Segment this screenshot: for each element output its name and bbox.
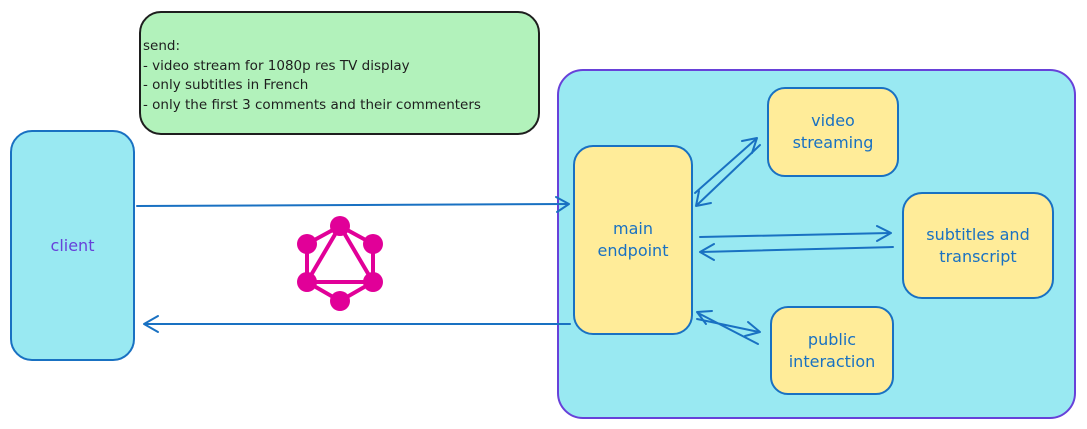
client-to-main-arrow bbox=[136, 203, 569, 207]
main-endpoint-node: main endpoint bbox=[573, 145, 693, 335]
public-interaction-label: public interaction bbox=[788, 329, 876, 371]
video-streaming-label: video streaming bbox=[792, 111, 874, 152]
note-line-1: send: bbox=[143, 38, 181, 54]
client-to-main-arrowhead bbox=[555, 196, 570, 213]
subtitles-label: subtitles and transcript bbox=[926, 224, 1030, 266]
note-line-4: - only the first 3 comments and their co… bbox=[143, 96, 481, 113]
requirements-note bbox=[139, 11, 540, 135]
public-interaction-node: public interaction bbox=[770, 306, 894, 395]
public-to-main-arrowhead bbox=[696, 310, 713, 325]
subtitles-node: subtitles and transcript bbox=[902, 192, 1054, 299]
main-to-subtitles-arrow bbox=[699, 232, 891, 238]
main-to-video-arrowhead bbox=[741, 137, 758, 154]
video-streaming-node: video streaming bbox=[767, 87, 899, 177]
main-to-public-arrow bbox=[696, 318, 760, 333]
subtitles-to-main-arrowhead bbox=[699, 243, 715, 261]
client-label: client bbox=[50, 235, 95, 255]
main-to-video-arrow bbox=[694, 138, 757, 194]
main-endpoint-label: main endpoint bbox=[597, 219, 669, 260]
requirements-note-text: send: - video stream for 1080p res TV dis… bbox=[143, 37, 481, 115]
video-to-main-arrowhead bbox=[695, 190, 712, 207]
video-to-main-arrow bbox=[696, 144, 761, 206]
main-to-public-arrowhead bbox=[744, 321, 761, 337]
client-node: client bbox=[10, 130, 135, 361]
subtitles-to-main-arrow bbox=[700, 246, 894, 253]
main-to-subtitles-arrowhead bbox=[876, 225, 892, 242]
note-line-3: - only subtitles in French bbox=[143, 77, 309, 94]
main-to-client-arrowhead bbox=[143, 315, 159, 333]
public-to-main-arrow bbox=[697, 312, 759, 345]
note-line-2: - video stream for 1080p res TV display bbox=[143, 57, 410, 74]
graphql-logo-icon bbox=[297, 216, 383, 311]
